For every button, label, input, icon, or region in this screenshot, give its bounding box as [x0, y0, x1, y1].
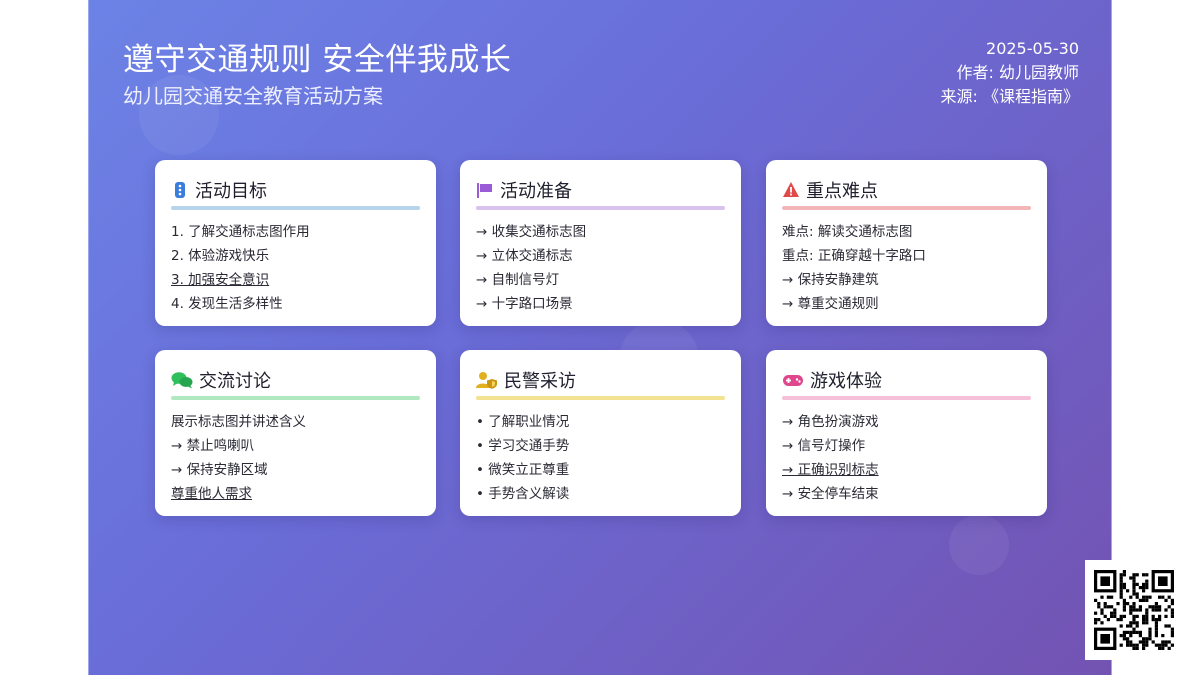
officer-badge-icon [476, 371, 498, 389]
page-subtitle: 幼儿园交通安全教育活动方案 [123, 84, 383, 108]
warning-icon [782, 181, 800, 199]
list-item: → 安全停车结束 [782, 486, 879, 502]
card-header: 活动目标 [171, 178, 420, 202]
card-header: 活动准备 [476, 178, 725, 202]
card-list: • 了解职业情况 • 学习交通手势 • 微笑立正尊重 • 手势含义解读 [476, 410, 725, 506]
card-list: 展示标志图并讲述含义 → 禁止鸣喇叭 → 保持安静区域 尊重他人需求 [171, 410, 420, 506]
qr-code-icon[interactable] [1085, 560, 1183, 660]
card-list: → 收集交通标志图 → 立体交通标志 → 自制信号灯 → 十字路口场景 [476, 220, 725, 316]
list-item: → 禁止鸣喇叭 [171, 438, 255, 454]
date-label: 2025-05-30 [986, 39, 1079, 58]
list-item: 3. 加强安全意识 [171, 272, 270, 288]
list-item: 尊重他人需求 [171, 486, 252, 502]
author-label: 作者: 幼儿园教师 [956, 63, 1079, 82]
card-list: 1. 了解交通标志图作用 2. 体验游戏快乐 3. 加强安全意识 4. 发现生活… [171, 220, 420, 316]
card-activity-goals: 活动目标 1. 了解交通标志图作用 2. 体验游戏快乐 3. 加强安全意识 4.… [155, 160, 436, 326]
card-list: 难点: 解读交通标志图 重点: 正确穿越十字路口 → 保持安静建筑 → 尊重交通… [782, 220, 1031, 316]
list-item: → 收集交通标志图 [476, 224, 587, 240]
list-item: 重点: 正确穿越十字路口 [782, 248, 926, 264]
card-title: 游戏体验 [810, 371, 882, 392]
card-key-difficulties: 重点难点 难点: 解读交通标志图 重点: 正确穿越十字路口 → 保持安静建筑 →… [766, 160, 1047, 326]
card-police-interview: 民警采访 • 了解职业情况 • 学习交通手势 • 微笑立正尊重 • 手势含义解读 [460, 350, 741, 516]
list-item: → 自制信号灯 [476, 272, 560, 288]
chat-bubbles-icon [171, 371, 193, 389]
card-header: 民警采访 [476, 368, 725, 392]
list-item: 展示标志图并讲述含义 [171, 414, 306, 430]
card-header: 交流讨论 [171, 368, 420, 392]
list-item: • 学习交通手势 [476, 438, 570, 454]
list-item: → 尊重交通规则 [782, 296, 879, 312]
list-item: 2. 体验游戏快乐 [171, 248, 270, 264]
card-underline [782, 206, 1031, 210]
card-header: 游戏体验 [782, 368, 1031, 392]
card-list: → 角色扮演游戏 → 信号灯操作 → 正确识别标志 → 安全停车结束 [782, 410, 1031, 506]
list-item: • 微笑立正尊重 [476, 462, 570, 478]
card-underline [171, 206, 420, 210]
list-item: → 十字路口场景 [476, 296, 573, 312]
list-item: → 立体交通标志 [476, 248, 573, 264]
card-activity-preparation: 活动准备 → 收集交通标志图 → 立体交通标志 → 自制信号灯 → 十字路口场景 [460, 160, 741, 326]
card-underline [476, 206, 725, 210]
list-item: → 正确识别标志 [782, 462, 879, 478]
list-item: → 角色扮演游戏 [782, 414, 879, 430]
card-title: 民警采访 [504, 371, 576, 392]
info-badge-icon [171, 181, 189, 199]
list-item: → 保持安静建筑 [782, 272, 879, 288]
card-underline [476, 396, 725, 400]
card-title: 活动目标 [195, 181, 267, 202]
card-underline [782, 396, 1031, 400]
card-underline [171, 396, 420, 400]
list-item: 1. 了解交通标志图作用 [171, 224, 310, 240]
page-title: 遵守交通规则 安全伴我成长 [123, 42, 512, 78]
list-item: → 保持安静区域 [171, 462, 268, 478]
flag-icon [476, 181, 494, 199]
card-title: 活动准备 [500, 181, 572, 202]
list-item: • 手势含义解读 [476, 486, 570, 502]
decorative-bubble [949, 515, 1009, 575]
meta-info: 2025-05-30 作者: 幼儿园教师 来源: 《课程指南》 [941, 37, 1079, 109]
list-item: → 信号灯操作 [782, 438, 866, 454]
decorative-bubble [139, 75, 219, 155]
list-item: 难点: 解读交通标志图 [782, 224, 913, 240]
source-label: 来源: 《课程指南》 [940, 87, 1079, 106]
card-game-experience: 游戏体验 → 角色扮演游戏 → 信号灯操作 → 正确识别标志 → 安全停车结束 [766, 350, 1047, 516]
list-item: 4. 发现生活多样性 [171, 296, 283, 312]
list-item: • 了解职业情况 [476, 414, 570, 430]
card-title: 交流讨论 [199, 371, 271, 392]
slide: 遵守交通规则 安全伴我成长 幼儿园交通安全教育活动方案 2025-05-30 作… [88, 0, 1112, 675]
card-header: 重点难点 [782, 178, 1031, 202]
card-title: 重点难点 [806, 181, 878, 202]
gamepad-icon [782, 371, 804, 389]
card-discussion: 交流讨论 展示标志图并讲述含义 → 禁止鸣喇叭 → 保持安静区域 尊重他人需求 [155, 350, 436, 516]
